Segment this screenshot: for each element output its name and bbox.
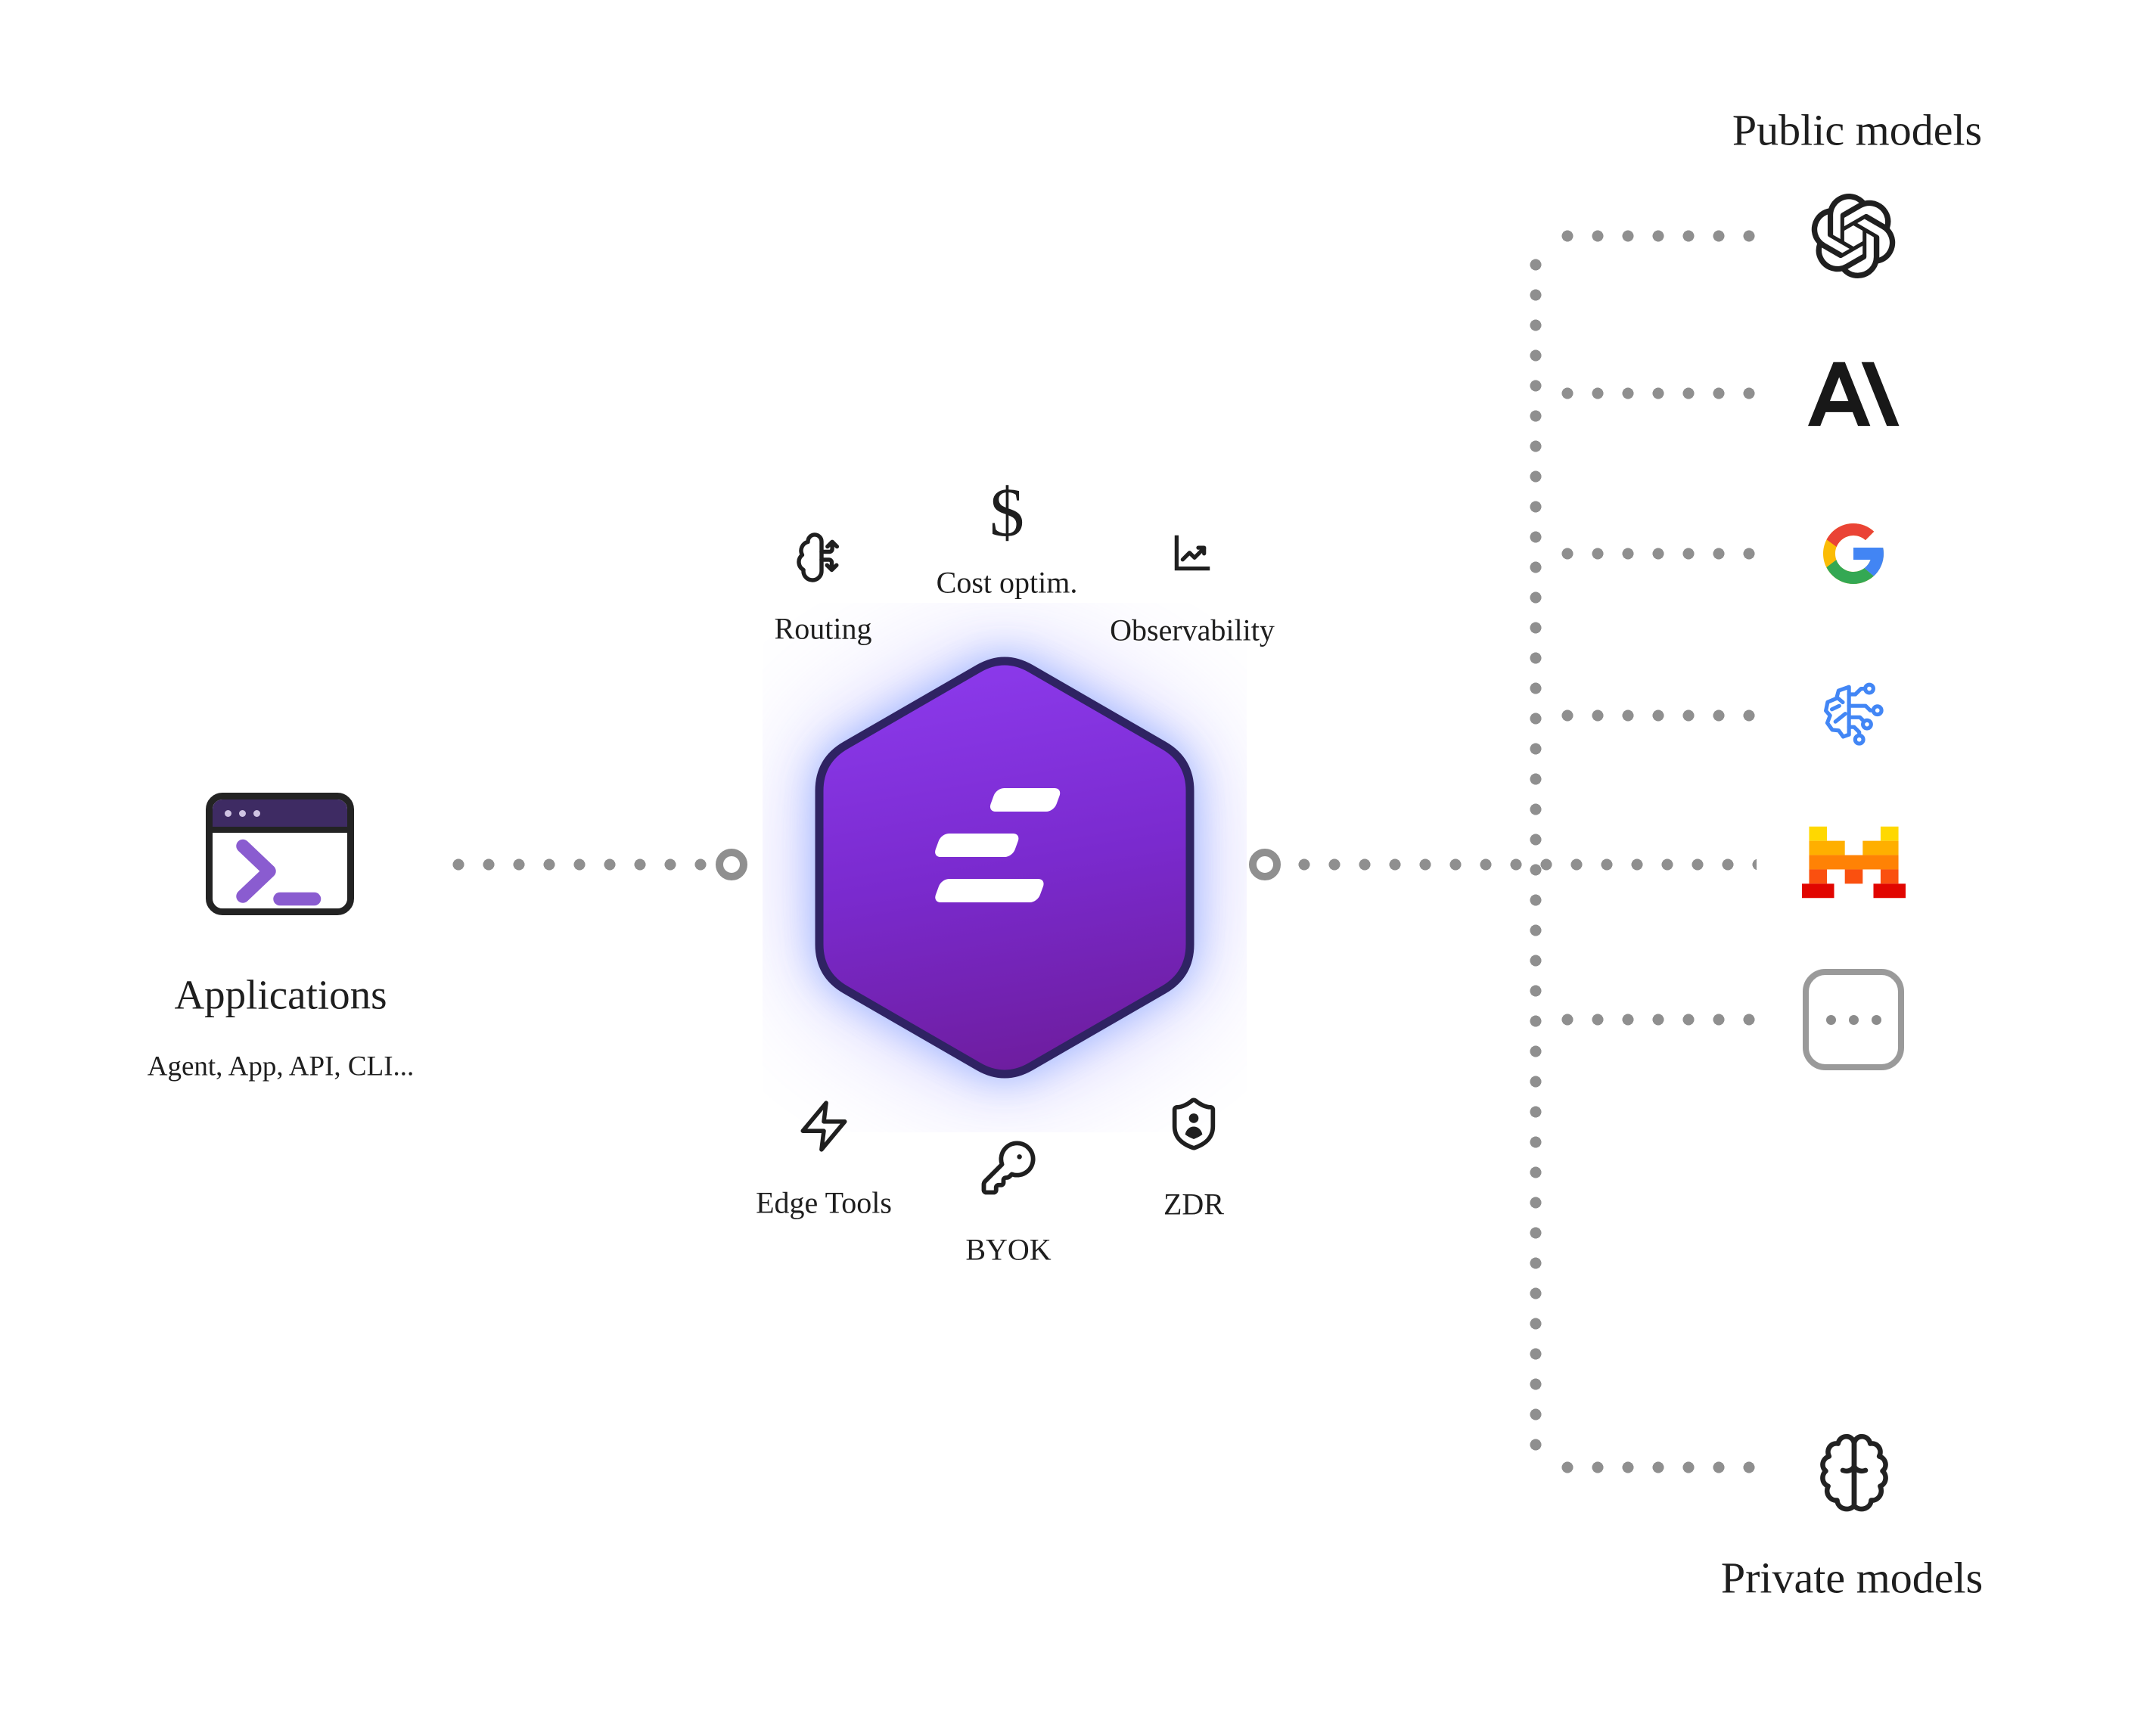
hexagon-logo	[815, 657, 1194, 1079]
feature-label-zdr: ZDR	[1163, 1187, 1224, 1222]
branch-ai-brain	[1552, 709, 1758, 722]
ellipsis-dot	[1871, 1014, 1881, 1025]
feature-label-cost-optim: Cost optim.	[936, 565, 1078, 600]
more-models-icon	[1803, 969, 1904, 1070]
ellipsis-dot	[1825, 1014, 1836, 1025]
branch-more-models	[1552, 1014, 1758, 1026]
terminal-titlebar	[213, 799, 347, 833]
feature-label-observability: Observability	[1110, 613, 1275, 647]
applications-subtitle: Agent, App, API, CLI...	[147, 1051, 415, 1082]
ai-brain-circuit-logo	[1824, 682, 1884, 746]
feature-label-edge-tools: Edge Tools	[756, 1185, 892, 1220]
shield-user-icon	[1172, 1098, 1216, 1150]
mistral-logo	[1802, 826, 1906, 899]
brain-icon	[1820, 1433, 1888, 1512]
branch-anthropic	[1552, 387, 1758, 399]
brain-route-icon	[797, 532, 840, 582]
openai-logo	[1811, 194, 1896, 278]
connector-node-left	[716, 849, 747, 880]
branch-openai	[1552, 230, 1758, 242]
public-models-label: Public models	[1732, 105, 1983, 155]
applications-title: Applications	[174, 971, 387, 1018]
window-dot	[253, 809, 260, 817]
dollar-icon: $	[989, 473, 1024, 551]
terminal-window-icon	[206, 793, 354, 915]
hexagon-shape	[815, 657, 1194, 1079]
ellipsis-dot	[1848, 1014, 1859, 1025]
connector-node-right	[1249, 849, 1281, 880]
branch-private-models	[1552, 1461, 1758, 1473]
feature-label-byok: BYOK	[965, 1232, 1052, 1267]
private-models-label: Private models	[1720, 1553, 1984, 1603]
connector-spine	[1530, 250, 1542, 1469]
google-logo	[1823, 523, 1884, 584]
branch-google	[1552, 548, 1758, 560]
anthropic-logo	[1808, 362, 1900, 427]
lightning-bolt-icon	[800, 1101, 847, 1152]
window-dot	[239, 809, 246, 817]
hub-logo-bars	[935, 788, 1061, 902]
connector-hub-to-models	[1289, 858, 1757, 871]
connector-apps-to-hub	[443, 858, 708, 871]
line-chart-icon	[1174, 535, 1210, 571]
key-icon	[981, 1141, 1036, 1195]
feature-label-routing: Routing	[774, 611, 872, 646]
prompt-icon	[236, 839, 322, 906]
window-dot	[225, 809, 231, 817]
